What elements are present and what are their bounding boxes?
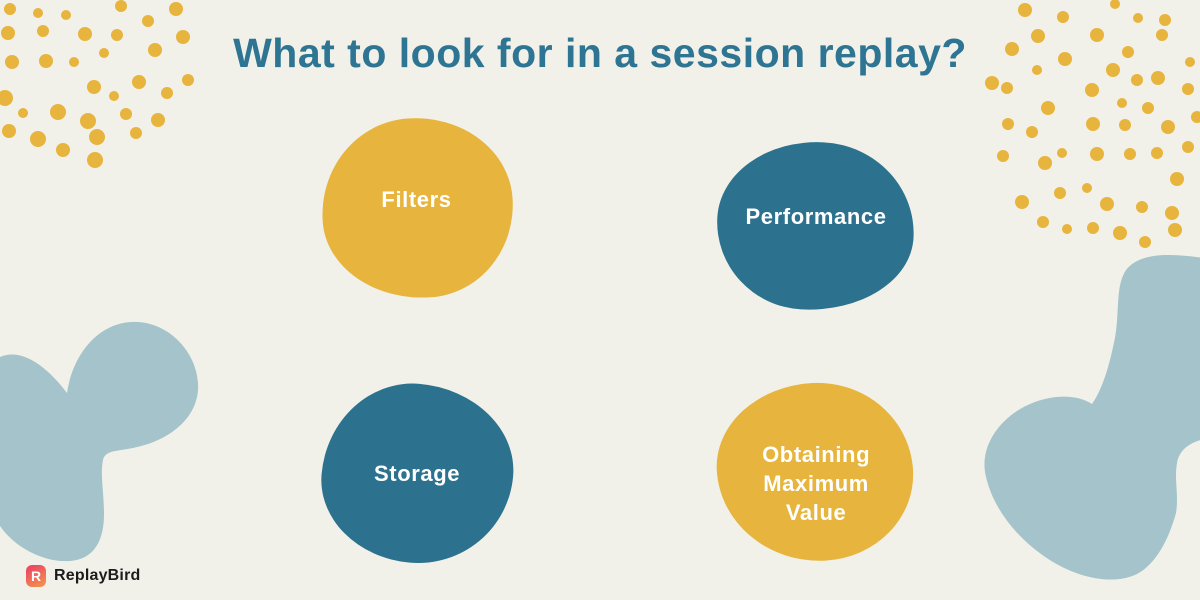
decor-dot [1110, 0, 1120, 9]
decor-dot [109, 91, 119, 101]
decor-dot [30, 131, 46, 147]
decor-dot [1191, 111, 1200, 123]
decor-dot [169, 2, 183, 16]
decor-dot [1085, 83, 1099, 97]
decor-dot [18, 108, 28, 118]
organic-blob-right-shape [984, 255, 1200, 580]
topic-label-performance: Performance [745, 204, 887, 230]
decor-dot [151, 113, 165, 127]
decor-dot [1182, 141, 1194, 153]
decor-dot [87, 152, 103, 168]
decor-dot [50, 104, 66, 120]
decor-dot [1057, 148, 1067, 158]
decor-dot [115, 0, 127, 12]
topic-blob-performance: Performance [712, 136, 919, 316]
decor-dot [132, 75, 146, 89]
decor-dot [1117, 98, 1127, 108]
decor-dot [985, 76, 999, 90]
decor-dot [1139, 236, 1151, 248]
decor-dot [1037, 216, 1049, 228]
topic-label-filters: Filters [381, 187, 453, 213]
replaybird-logo: R ReplayBird [26, 565, 140, 587]
decor-dot [4, 3, 16, 15]
decor-dot [1113, 226, 1127, 240]
organic-blob-left [0, 321, 199, 562]
decor-dot [1002, 118, 1014, 130]
decor-dot [2, 124, 16, 138]
decor-dot [130, 127, 142, 139]
decor-dot [89, 129, 105, 145]
decor-dot [1124, 148, 1136, 160]
decor-dot [1133, 13, 1143, 23]
decor-dot [1054, 187, 1066, 199]
decor-dot [80, 113, 96, 129]
decor-dot [1001, 82, 1013, 94]
decor-dot [1165, 206, 1179, 220]
topic-blob-filters: Filters [315, 111, 520, 305]
decor-dot [1168, 223, 1182, 237]
decor-dot [61, 10, 71, 20]
replaybird-logo-name: ReplayBird [54, 567, 141, 584]
topic-label-obtaining-maximum-value: Obtaining Maximum Value [761, 442, 870, 526]
organic-blob-left-shape [0, 321, 199, 562]
decor-dot [1159, 14, 1171, 26]
decor-dot [1100, 197, 1114, 211]
decor-dot [1082, 183, 1092, 193]
decor-dot [1041, 101, 1055, 115]
decor-dot [1026, 126, 1038, 138]
decor-dot [1136, 201, 1148, 213]
decor-dot [0, 90, 13, 106]
decor-dot [1161, 120, 1175, 134]
decor-dot [1142, 102, 1154, 114]
decor-dot [1090, 147, 1104, 161]
replaybird-logo-icon: R [26, 565, 46, 587]
topic-label-storage: Storage [374, 460, 461, 486]
decor-dot [1087, 222, 1099, 234]
decor-dot [1151, 147, 1163, 159]
decor-dot [1018, 3, 1032, 17]
decor-dot [142, 15, 154, 27]
decor-dot [120, 108, 132, 120]
decor-dot [1086, 117, 1100, 131]
decor-dot [1170, 172, 1184, 186]
decor-dot [87, 80, 101, 94]
topic-blob-storage: Storage [314, 376, 521, 571]
decor-dot [33, 8, 43, 18]
organic-blob-right [984, 255, 1200, 580]
decor-dot [1038, 156, 1052, 170]
decor-dot [997, 150, 1009, 162]
decor-dot [161, 87, 173, 99]
decor-dot [1057, 11, 1069, 23]
decor-dot [1015, 195, 1029, 209]
topic-blob-obtaining-maximum-value: Obtaining Maximum Value [712, 377, 918, 567]
decor-dot [1182, 83, 1194, 95]
decor-dot [56, 143, 70, 157]
decor-dot [1062, 224, 1072, 234]
page-title: What to look for in a session replay? [233, 30, 967, 76]
decor-dot [1119, 119, 1131, 131]
